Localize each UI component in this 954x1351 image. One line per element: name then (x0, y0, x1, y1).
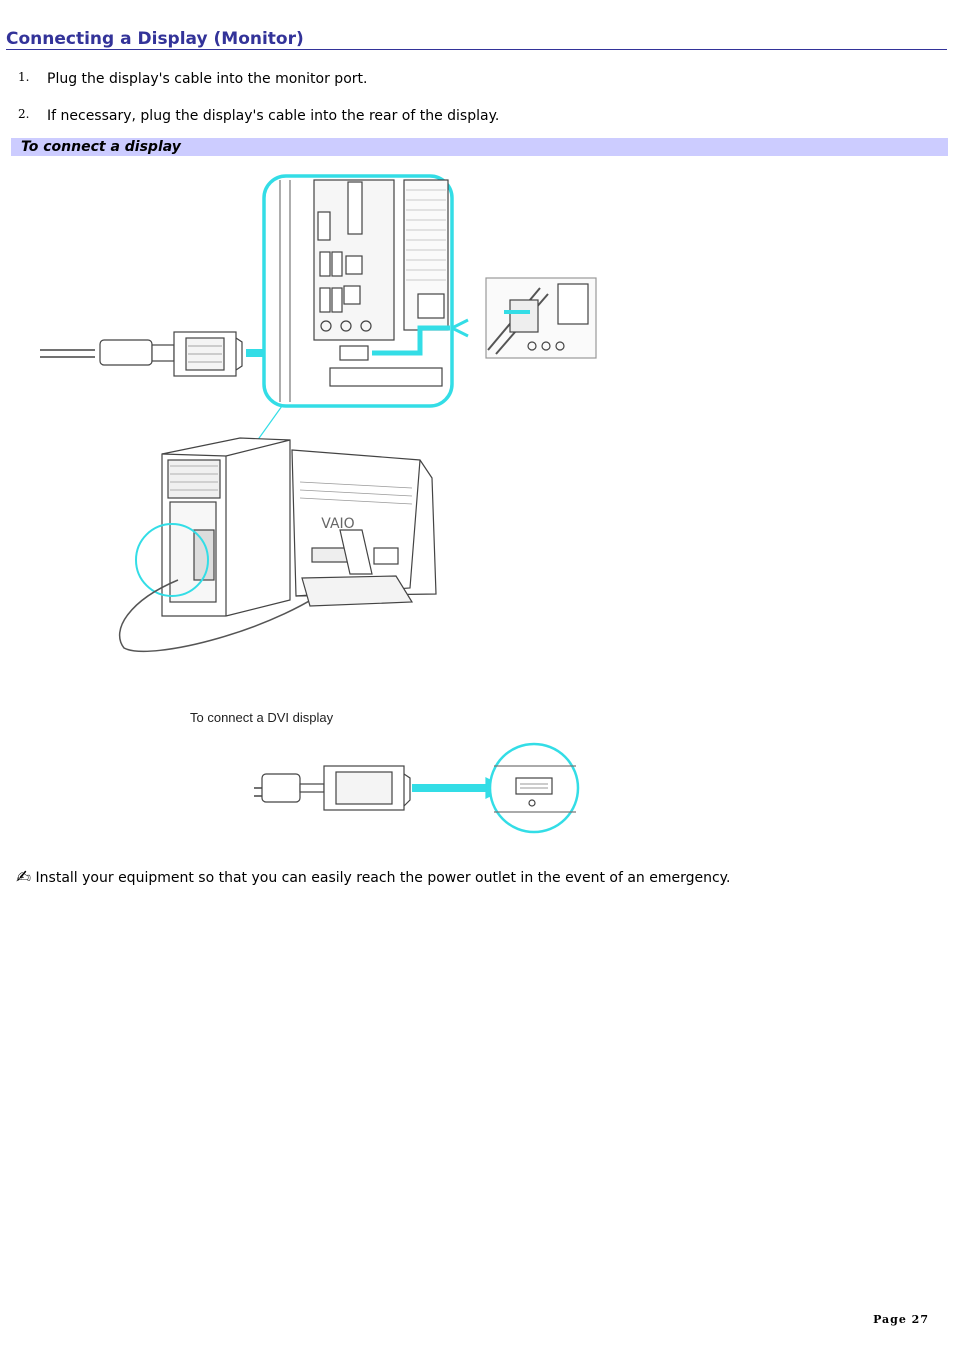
vaio-pc-tower (118, 437, 341, 652)
step-text: Plug the display's cable into the monito… (47, 71, 368, 87)
figure-caption: To connect a display (21, 139, 181, 155)
dvi-caption: To connect a DVI display (190, 710, 334, 725)
page-number: Page 27 (873, 1313, 929, 1326)
vaio-display: VAIO (291, 449, 437, 607)
step-number: 1. (18, 70, 30, 84)
cable-inset-image (451, 277, 597, 359)
note-text: Install your equipment so that you can e… (35, 870, 731, 886)
connection-illustration: VAIO To connect a DVI display (40, 174, 597, 834)
note: ✍ Install your equipment so that you can… (16, 866, 730, 890)
pen-note-icon: ✍ (16, 867, 32, 888)
dvi-cable-illustration (254, 742, 580, 834)
vga-cable-illustration (40, 331, 243, 377)
svg-text:VAIO: VAIO (321, 516, 354, 532)
page-title: Connecting a Display (Monitor) (6, 29, 947, 50)
step-number: 2. (18, 107, 30, 121)
rear-panel-closeup (262, 174, 454, 408)
figure-caption-band: To connect a display (11, 138, 948, 156)
step-text: If necessary, plug the display's cable i… (47, 108, 500, 124)
